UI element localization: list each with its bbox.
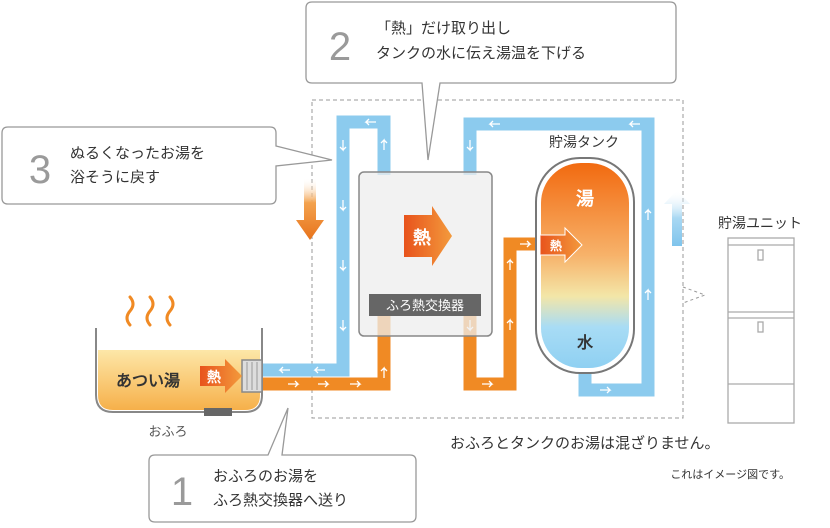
bath-label: おふろ	[148, 425, 187, 440]
exchanger-label-bg	[369, 294, 481, 316]
flow-arrow	[520, 240, 532, 248]
storage-unit	[727, 237, 795, 424]
tank-cold-label: 水	[577, 333, 594, 352]
flow-arrow	[339, 200, 347, 212]
flow-arrow	[506, 318, 514, 330]
flow-arrow	[380, 138, 388, 150]
flow-arrow	[628, 120, 640, 128]
callout-1: 1 おふろのお湯を ふろ熱交換器へ送り	[148, 407, 417, 523]
flow-arrow	[339, 260, 347, 272]
up-flow-arrow	[664, 190, 690, 246]
heat-transfer-arrow: 熱	[404, 206, 452, 266]
callout-2-line2: タンクの水に伝え湯温を下げる	[376, 44, 586, 62]
flow-arrow	[482, 380, 494, 388]
tank-heat-label: 熱	[550, 238, 562, 253]
bath-heat-arrow: 熱	[200, 359, 242, 393]
callout-2-line1: 「熱」だけ取り出し	[376, 19, 511, 37]
storage-tank-label: 貯湯タンク	[549, 134, 619, 151]
exchanger-label: ふろ熱交換器	[386, 298, 464, 314]
note-sub: これはイメージ図です。	[670, 468, 790, 481]
flow-arrow	[466, 140, 474, 152]
down-flow-arrow	[296, 178, 324, 240]
flow-arrow	[488, 120, 500, 128]
callout-1-line1: おふろのお湯を	[213, 467, 318, 485]
flow-arrow	[339, 320, 347, 332]
note-main: おふろとタンクのお湯は混ざりません。	[450, 434, 720, 452]
tank-hot-label: 湯	[576, 189, 594, 210]
callout-2-number: 2	[329, 25, 351, 69]
flow-arrow	[644, 208, 652, 220]
storage-tank-water	[541, 163, 629, 368]
flow-arrow	[339, 140, 347, 152]
bath-drain	[204, 408, 232, 416]
flow-arrow	[350, 380, 362, 388]
unit-pointer	[682, 286, 707, 304]
callout-2: 2 「熱」だけ取り出し タンクの水に伝え湯温を下げる	[305, 1, 677, 161]
flow-arrow	[380, 366, 388, 378]
tank-heat-arrow: 熱	[539, 226, 583, 264]
bath-heat-label: 熱	[207, 369, 221, 386]
callout-3-number: 3	[29, 148, 51, 192]
steam-icon	[125, 295, 175, 327]
callout-3-line1: ぬるくなったお湯を	[70, 144, 205, 162]
callout-3: 3 ぬるくなったお湯を 浴そうに戻す	[1, 126, 333, 205]
flow-arrow	[313, 366, 325, 374]
callout-3-line2: 浴そうに戻す	[70, 168, 160, 186]
flow-arrow	[318, 380, 330, 388]
flow-arrow	[600, 386, 612, 394]
tank-outlet-pipe	[578, 365, 655, 397]
heat-label: 熱	[413, 227, 431, 249]
bath-water-label: あつい湯	[116, 371, 180, 390]
callout-1-number: 1	[171, 470, 193, 514]
flow-arrow	[506, 258, 514, 270]
storage-unit-label: 貯湯ユニット	[718, 215, 802, 232]
unit-outline	[311, 99, 684, 419]
flow-arrow	[288, 380, 300, 388]
flow-arrow	[278, 366, 290, 374]
flow-arrow	[364, 118, 376, 126]
flow-arrow	[644, 288, 652, 300]
callout-1-line2: ふろ熱交換器へ送り	[213, 491, 348, 509]
